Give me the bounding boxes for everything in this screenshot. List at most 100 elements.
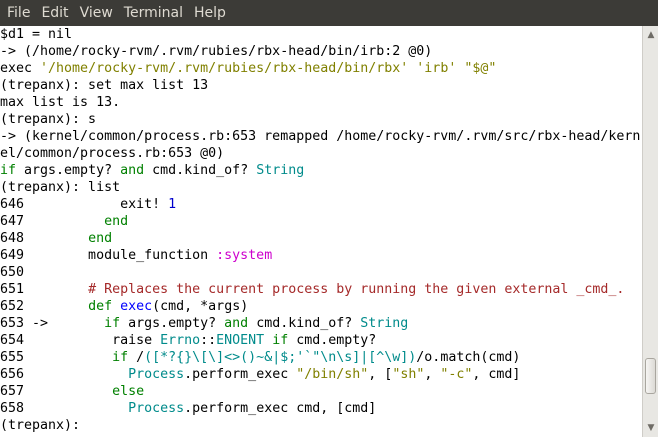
token-text: $d1 = nil [0, 27, 73, 42]
token-text: 651 [0, 282, 89, 297]
token-text: 648 [0, 231, 89, 246]
token-constant: Process [128, 367, 185, 382]
token-text: 654 raise [0, 333, 161, 348]
token-keyword: if [272, 333, 289, 348]
token-method: exec [120, 299, 153, 314]
token-text: :: [200, 333, 217, 348]
token-string: "$@" [464, 61, 497, 76]
token-text: cmd.empty? [288, 333, 377, 348]
token-constant: String [256, 163, 305, 178]
terminal-line: 648 end [0, 230, 642, 247]
token-keyword: if [0, 163, 17, 178]
terminal-line: exec '/home/rocky-rvm/.rvm/rubies/rbx-he… [0, 60, 642, 77]
token-keyword: if [112, 350, 129, 365]
token-string: "/bin/sh" [296, 367, 369, 382]
token-keyword: and [224, 316, 249, 331]
menu-item-view[interactable]: View [79, 5, 113, 21]
terminal-line: (trepanx): [0, 417, 642, 434]
arrow-up-icon[interactable]: ▲ [647, 30, 655, 40]
token-text: cmd.kind_of? [144, 163, 257, 178]
token-keyword: def [88, 299, 113, 314]
terminal-line: if args.empty? and cmd.kind_of? String [0, 162, 642, 179]
token-text: -> (/home/rocky-rvm/.rvm/rubies/rbx-head… [0, 44, 433, 59]
terminal-line: 652 def exec(cmd, *args) [0, 298, 642, 315]
token-text: 652 [0, 299, 89, 314]
token-text: max list is 13. [0, 95, 121, 110]
token-text: .perform_exec cmd, [cmd] [184, 401, 377, 416]
token-keyword: end [104, 214, 129, 229]
terminal-line: $d1 = nil [0, 26, 642, 43]
token-text: , [ [368, 367, 393, 382]
token-comment: # Replaces the current process by runnin… [88, 282, 625, 297]
token-text: (cmd, *args) [152, 299, 249, 314]
terminal-line: (trepanx): list [0, 179, 642, 196]
token-text: 646 exit! [0, 197, 169, 212]
token-text: args.empty? [16, 163, 121, 178]
token-text: 649 module_function [0, 248, 217, 263]
terminal-lines: $d1 = nil -> (/home/rocky-rvm/.rvm/rubies… [0, 26, 642, 434]
token-text: (trepanx): set max list 13 [0, 78, 209, 93]
token-text: 655 [0, 350, 113, 365]
terminal-output[interactable]: $d1 = nil -> (/home/rocky-rvm/.rvm/rubies… [0, 26, 642, 437]
menu-bar: File Edit View Terminal Help [0, 0, 658, 26]
terminal-line: el/common/process.rb:653 @0) [0, 145, 642, 162]
token-text: 653 -> [0, 316, 105, 331]
menu-item-terminal[interactable]: Terminal [123, 5, 183, 21]
terminal-line: 655 if /([*?{}\[\]<>()~&|$;'`"\n\s]|[^\w… [0, 349, 642, 366]
token-text: , cmd] [472, 367, 521, 382]
menu-item-help[interactable]: Help [193, 5, 226, 21]
token-string: '/home/rocky-rvm/.rvm/rubies/rbx-head/bi… [40, 61, 409, 76]
terminal-line: -> (kernel/common/process.rb:653 remappe… [0, 128, 642, 145]
terminal-line: 657 else [0, 383, 642, 400]
token-text: / [128, 350, 145, 365]
terminal-line: (trepanx): s [0, 111, 642, 128]
token-text: 657 [0, 384, 113, 399]
token-string: "-c" [440, 367, 473, 382]
token-text: .perform_exec [184, 367, 297, 382]
scrollbar-thumb[interactable] [645, 357, 656, 394]
terminal-line: -> (/home/rocky-rvm/.rvm/rubies/rbx-head… [0, 43, 642, 60]
token-regex: ([*?{}\[\]<>()~&|$;'`"\n\s]|[^\w]) [144, 350, 417, 365]
menu-item-edit[interactable]: Edit [41, 5, 69, 21]
terminal-line: 654 raise Errno::ENOENT if cmd.empty? [0, 332, 642, 349]
token-constant: String [360, 316, 409, 331]
token-text: (trepanx): list [0, 180, 121, 195]
token-keyword: if [104, 316, 121, 331]
menu-item-file[interactable]: File [7, 5, 31, 21]
token-constant: Errno [160, 333, 201, 348]
token-string: "sh" [392, 367, 425, 382]
token-text: args.empty? [120, 316, 225, 331]
token-keyword: else [112, 384, 145, 399]
terminal-line: 647 end [0, 213, 642, 230]
token-text: 656 [0, 367, 129, 382]
token-text: cmd.kind_of? [248, 316, 361, 331]
token-text: el/common/process.rb:653 @0) [0, 146, 225, 161]
token-text: (trepanx): [0, 418, 81, 433]
token-text: 647 [0, 214, 105, 229]
token-text: -> (kernel/common/process.rb:653 remappe… [0, 129, 641, 144]
token-text: (trepanx): s [0, 112, 97, 127]
arrow-down-icon[interactable]: ▼ [647, 423, 655, 433]
terminal-line: 651 # Replaces the current process by ru… [0, 281, 642, 298]
terminal-line: max list is 13. [0, 94, 642, 111]
token-text: 650 [0, 265, 25, 280]
token-symbol: :system [216, 248, 273, 263]
terminal-line: 646 exit! 1 [0, 196, 642, 213]
terminal-line: 656 Process.perform_exec "/bin/sh", ["sh… [0, 366, 642, 383]
terminal-line: 658 Process.perform_exec cmd, [cmd] [0, 400, 642, 417]
token-keyword: and [120, 163, 145, 178]
token-constant: ENOENT [216, 333, 265, 348]
token-text: , [424, 367, 441, 382]
vertical-scrollbar[interactable]: ▲ ▼ [642, 26, 658, 437]
token-constant: Process [128, 401, 185, 416]
terminal-line: (trepanx): set max list 13 [0, 77, 642, 94]
token-text: /o.match(cmd) [416, 350, 521, 365]
token-text: exec [0, 61, 41, 76]
token-string: 'irb' [416, 61, 457, 76]
token-number: 1 [168, 197, 177, 212]
terminal-line: 653 -> if args.empty? and cmd.kind_of? S… [0, 315, 642, 332]
terminal-line: 650 [0, 264, 642, 281]
token-text [112, 299, 120, 314]
token-keyword: end [88, 231, 113, 246]
token-text: 658 [0, 401, 129, 416]
